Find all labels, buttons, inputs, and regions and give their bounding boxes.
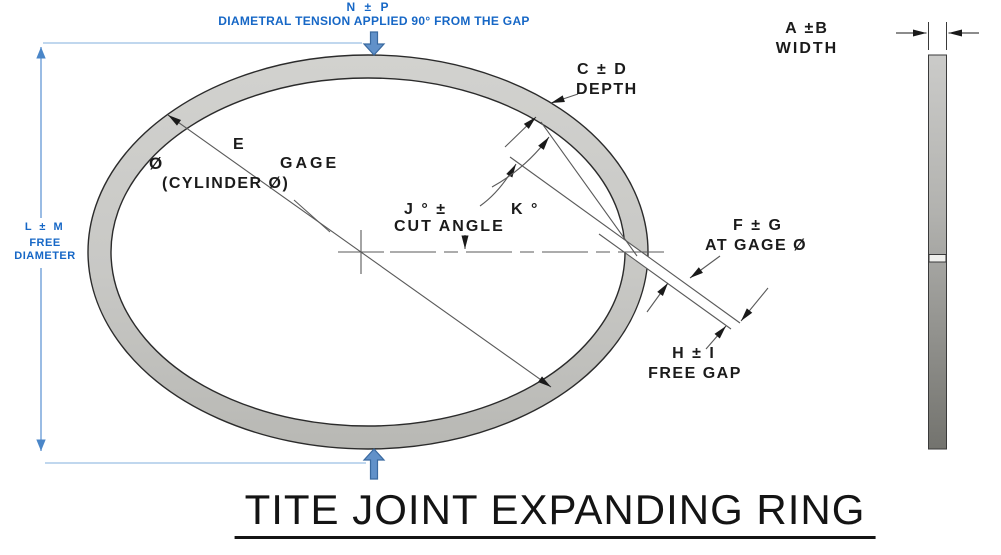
- free-gap-leader-lower: [705, 325, 727, 350]
- free-diameter-text1: FREE: [27, 237, 63, 250]
- free-gap-symbols: H ± I: [672, 345, 716, 362]
- ring-band: [87, 54, 649, 450]
- gage-diameter-line: [167, 114, 552, 388]
- gage-e-label: E: [233, 136, 246, 153]
- gap-at-gage-text: AT GAGE Ø: [704, 237, 808, 254]
- gap-at-gage-symbols: F ± G: [733, 217, 783, 234]
- tension-arrow-top: [362, 31, 386, 56]
- free-diameter-symbols: L ± M: [22, 221, 68, 234]
- cut-angle-label: CUT ANGLE: [394, 218, 505, 235]
- cylinder-diameter-label: (CYLINDER Ø): [162, 175, 290, 192]
- angle-reference-line: [540, 121, 638, 257]
- gap-gage-leader-upper: [689, 255, 721, 279]
- gap-face-line: [598, 233, 732, 330]
- angle-arc-j: [479, 163, 517, 207]
- cylinder-leader: [293, 199, 331, 233]
- ring-side-view: [896, 22, 979, 450]
- depth-leader-inner: [504, 116, 537, 148]
- free-gap-text: FREE GAP: [648, 365, 742, 382]
- dimension-lines: [167, 93, 769, 388]
- depth-label-text: DEPTH: [576, 81, 638, 98]
- depth-label-symbols: C ± D: [577, 61, 628, 78]
- width-label-text: WIDTH: [775, 40, 839, 57]
- tension-label-symbols: N ± P: [346, 0, 392, 14]
- tension-arrow-bottom: [362, 448, 386, 480]
- free-diameter-text2: DIAMETER: [12, 250, 78, 263]
- gap-gage-leader-lower: [646, 282, 669, 313]
- drawing-title: TITE JOINT EXPANDING RING: [234, 486, 876, 539]
- ring-front-view: [87, 54, 672, 450]
- free-diameter-dimension: [36, 31, 386, 480]
- free-gap-leader-upper: [740, 287, 769, 322]
- width-label-symbols: A ±B: [785, 20, 829, 37]
- tension-label-text: DIAMETRAL TENSION APPLIED 90° FROM THE G…: [218, 14, 530, 28]
- diameter-symbol: Ø: [149, 154, 164, 173]
- angle-arc-k: [491, 136, 550, 188]
- ring-gap: [574, 208, 672, 282]
- depth-leader-outer: [550, 93, 579, 104]
- gage-label: GAGE: [280, 155, 340, 172]
- cut-angle-j-label: J ° ±: [404, 201, 447, 218]
- cut-angle-k-label: K °: [511, 201, 540, 218]
- side-view-bar: [928, 54, 947, 450]
